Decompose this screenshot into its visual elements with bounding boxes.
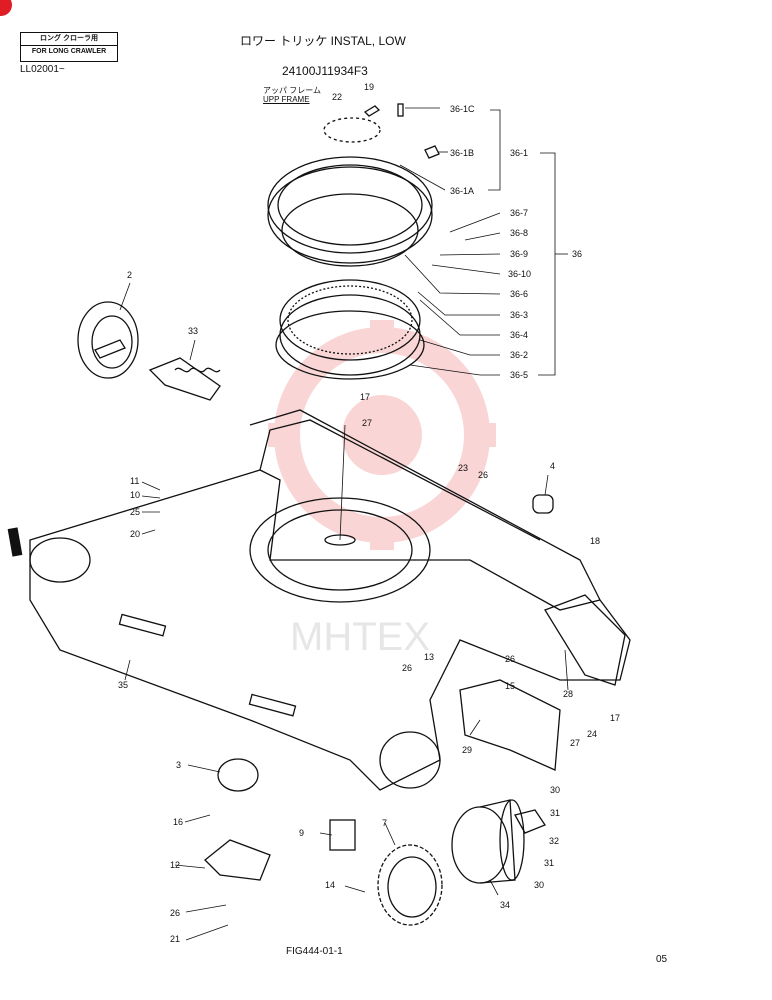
callout-15: 15 [505,681,516,691]
watermark-text: MHTEX [290,615,430,659]
guide-32 [514,809,546,834]
upper-roller-9 [329,819,356,851]
upper-frame-jp: アッパ フレーム [263,86,321,95]
callout-36-1b: 36-1B [450,148,475,158]
callout-13: 13 [424,652,435,662]
callout-20: 20 [130,529,141,539]
callout-25: 25 [130,507,141,517]
callout-17b: 17 [610,713,621,723]
corner-marker [0,0,12,16]
pin-36-1c-icon [397,103,404,117]
callout-19: 19 [364,82,375,92]
swing-bearing-outer-ring [267,156,433,267]
callout-30a: 30 [550,785,561,795]
bolt-19-icon [363,105,381,117]
callout-26c: 26 [505,654,516,664]
page-number: 05 [656,954,668,965]
callout-12: 12 [170,860,181,870]
callout-2: 2 [127,270,133,280]
upper-frame-outline [323,117,381,143]
cover-28 [544,594,626,686]
callout-36-1: 36-1 [510,148,529,158]
callout-36-5: 36-5 [510,370,529,380]
callout-34: 34 [500,900,511,910]
upper-frame-en: UPP FRAME [263,95,310,104]
callout-31b: 31 [544,858,555,868]
callout-30b: 30 [534,880,545,890]
callout-36-7: 36-7 [510,208,529,218]
callout-36-1c: 36-1C [450,104,475,114]
callout-36-1a: 36-1A [450,186,475,196]
callout-36-8: 36-8 [510,228,529,238]
callout-36: 36 [572,249,583,259]
box-line-jp: ロング クローラ用 [21,33,117,46]
callout-24: 24 [587,729,598,739]
callout-33: 33 [188,326,199,336]
callout-27b: 27 [570,738,581,748]
callout-9: 9 [299,828,305,838]
guard-12 [204,839,271,881]
callout-17a: 17 [360,392,371,402]
callout-31a: 31 [550,808,561,818]
callout-29: 29 [462,745,473,755]
callout-28: 28 [563,689,574,699]
callout-4: 4 [550,461,556,471]
callout-21: 21 [170,934,181,944]
figure-number: FIG444-01-1 [286,946,343,957]
callout-10: 10 [130,490,141,500]
serial-range: LL02001~ [20,64,65,75]
callout-23: 23 [458,463,469,473]
callout-14: 14 [325,880,336,890]
box-line-en: FOR LONG CRAWLER [31,48,107,55]
leader-lines [119,107,569,941]
callout-32: 32 [549,836,560,846]
callout-36-6: 36-6 [510,289,529,299]
callout-36-9: 36-9 [510,249,529,259]
callout-26b: 26 [402,663,413,673]
callout-18: 18 [590,536,601,546]
plug-36-1b-icon [424,145,440,159]
callout-35: 35 [118,680,129,690]
callout-36-2: 36-2 [510,350,529,360]
ring-gear [275,279,425,380]
callout-22: 22 [332,92,343,102]
page-title: ロワー トリッケ INSTAL, LOW [240,34,406,48]
cover-29 [459,679,561,771]
callout-16: 16 [173,817,184,827]
callout-36-4: 36-4 [510,330,529,340]
recoil-spring-33 [148,357,221,401]
grease-cylinder-4 [532,494,554,514]
travel-motor-34 [451,799,525,884]
callout-26a: 26 [478,470,489,480]
track-frame-35 [29,409,631,791]
callout-7: 7 [382,818,388,828]
long-crawler-box: ロング クローラ用 FOR LONG CRAWLER [20,32,118,62]
callout-3: 3 [176,760,182,770]
callout-36-3: 36-3 [510,310,529,320]
watermark-gear-icon [268,320,496,550]
callout-27a: 27 [362,418,373,428]
sprocket-7 [377,844,443,926]
idler-2 [77,301,139,379]
callout-26d: 26 [170,908,181,918]
callout-11: 11 [130,476,140,486]
lower-roller-3 [217,758,259,792]
assembly-part-number: 24100J11934F3 [282,64,368,78]
callout-36-10: 36-10 [508,269,532,279]
